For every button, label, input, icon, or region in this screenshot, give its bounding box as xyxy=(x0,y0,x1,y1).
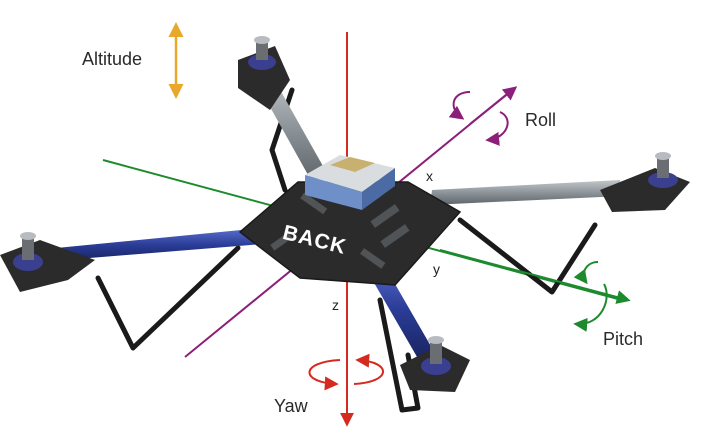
roll-label: Roll xyxy=(525,110,557,130)
motor-left xyxy=(0,232,95,292)
x-axis-label: x xyxy=(426,168,433,184)
yaw-rotation-icon xyxy=(308,353,384,391)
pitch-axis-arrow xyxy=(439,249,631,304)
roll-axis-arrow xyxy=(469,86,518,125)
z-axis-label: z xyxy=(332,297,339,313)
center-frame-plate xyxy=(238,181,462,286)
y-axis-label: y xyxy=(433,261,440,277)
roll-rotation-icon xyxy=(448,91,509,146)
arm-right xyxy=(430,180,622,205)
pitch-rotation-icon xyxy=(573,261,608,332)
pitch-label: Pitch xyxy=(603,329,644,349)
yaw-label: Yaw xyxy=(274,396,308,416)
flight-controller xyxy=(305,155,395,210)
motor-top xyxy=(238,36,290,110)
motor-bottom xyxy=(400,336,470,392)
arm-left xyxy=(36,228,262,262)
motor-right xyxy=(600,152,690,212)
altitude-label: Altitude xyxy=(82,49,143,69)
frame-cutouts xyxy=(270,192,410,269)
